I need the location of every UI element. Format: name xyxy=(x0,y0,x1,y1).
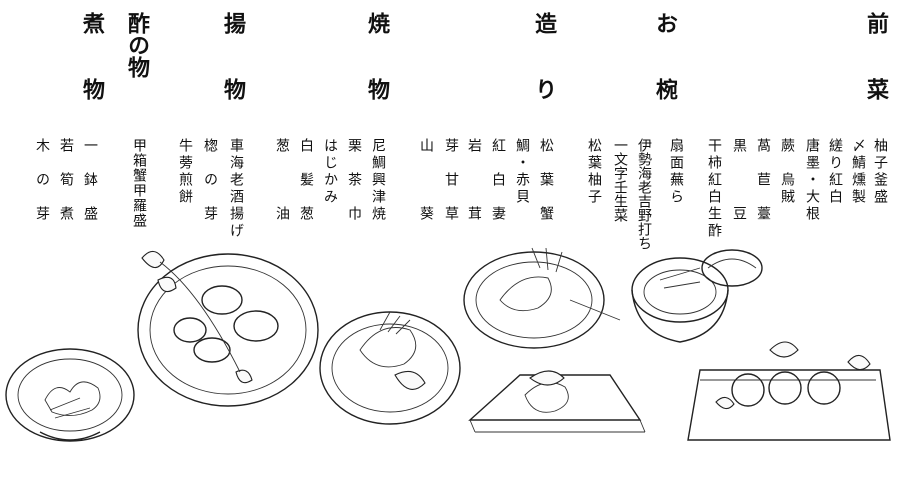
menu-item: 牛蒡煎餅 xyxy=(177,138,193,206)
menu-item: 縒り紅白 xyxy=(827,138,843,206)
menu-item: 萵 苣 薹 xyxy=(755,138,771,223)
menu-item: 唐墨・大根 xyxy=(804,138,820,223)
menu-item: 紅 白 妻 xyxy=(490,138,506,223)
menu-item: 木 の 芽 xyxy=(34,138,50,223)
menu-item: 尼鯛興津焼 xyxy=(370,138,386,223)
zensai-tray-illustration xyxy=(687,341,891,441)
menu-item: はじかみ xyxy=(322,138,338,206)
course-heading-tsukuri: 造 り xyxy=(531,12,557,100)
menu-item: 〆鯖燻製 xyxy=(850,138,866,206)
sashimi-tray-illustration xyxy=(468,370,646,433)
menu-item: 白 髪 葱 xyxy=(298,138,314,223)
menu-item: 楤 の 芽 xyxy=(202,138,218,223)
menu-item: 葱 油 xyxy=(274,138,290,223)
menu-item: 鯛・赤貝 xyxy=(514,138,530,206)
course-heading-nimono: 煮 物 xyxy=(79,12,105,100)
course-heading-agemono: 揚 物 xyxy=(220,12,246,100)
course-heading-yakimono: 焼 物 xyxy=(364,12,390,100)
menu-item: 柚子釜盛 xyxy=(872,138,888,206)
menu-item: 芽 甘 草 xyxy=(443,138,459,223)
menu-item: 栗 茶 巾 xyxy=(346,138,362,223)
course-heading-owan: お 椀 xyxy=(652,12,678,100)
menu-item: 車海老酒揚げ xyxy=(228,138,244,240)
menu-item: 岩 茸 xyxy=(466,138,482,223)
tsukuri-plate-illustration xyxy=(463,247,621,349)
menu-item: 山 葵 xyxy=(418,138,434,223)
menu-item: 伊勢海老吉野打ち xyxy=(636,138,652,250)
menu-item: 松葉柚子 xyxy=(586,138,602,206)
menu-item: 黒 豆 xyxy=(731,138,747,223)
menu-item: 松 葉 蟹 xyxy=(538,138,554,223)
menu-item: 一文字壬生菜 xyxy=(612,138,628,222)
course-heading-zensai: 前 菜 xyxy=(863,12,889,100)
nimono-bowl-illustration xyxy=(5,348,135,442)
menu-item: 干柿紅白生酢 xyxy=(706,138,722,240)
menu-item: 蕨 烏賊 xyxy=(779,138,795,206)
menu-item: 一 鉢 盛 xyxy=(82,138,98,223)
course-heading-sunomono: 酢の物 xyxy=(124,12,150,78)
menu-item: 若 筍 煮 xyxy=(58,138,74,223)
menu-item: 甲箱蟹甲羅盛 xyxy=(131,138,147,228)
owan-bowl-illustration xyxy=(631,249,763,343)
yakimono-plate-illustration xyxy=(319,311,461,425)
menu-item: 扇面蕪ら xyxy=(668,138,684,206)
agemono-plate-illustration xyxy=(137,250,319,407)
